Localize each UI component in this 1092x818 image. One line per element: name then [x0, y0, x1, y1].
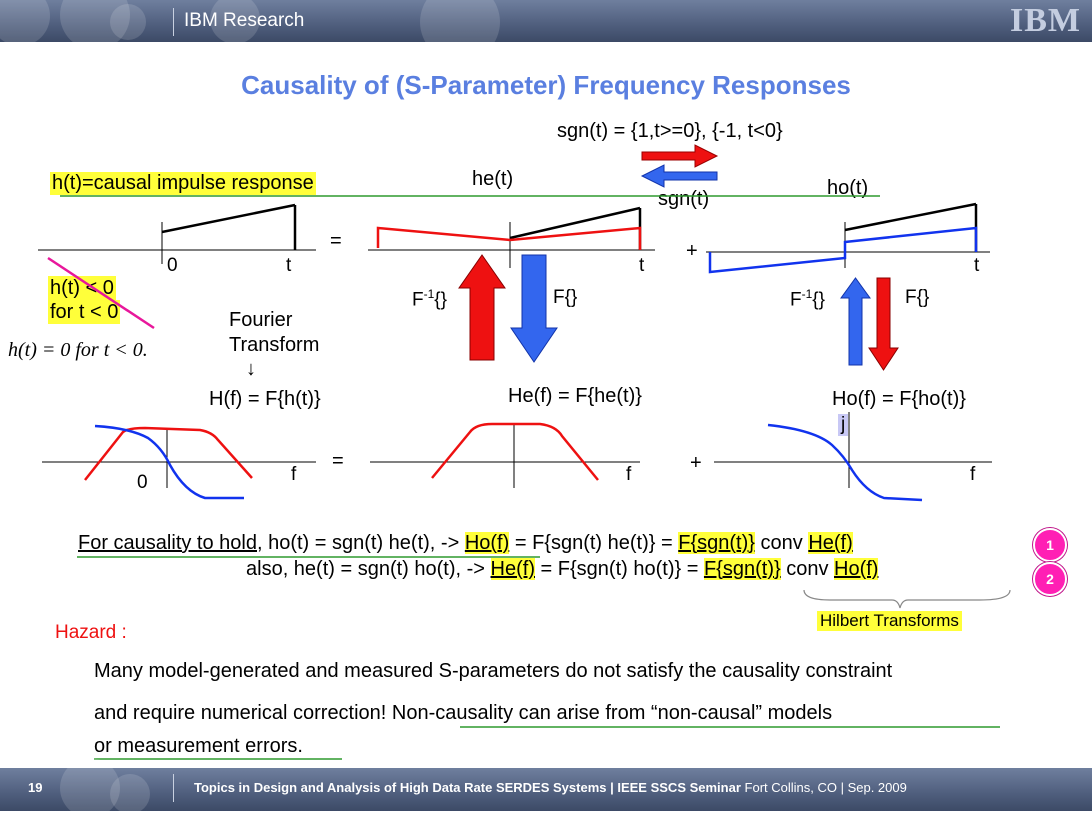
- eq2-lhs: He(f): [490, 558, 535, 580]
- badge-2: 2: [1033, 562, 1067, 596]
- page-title: Causality of (S-Parameter) Frequency Res…: [241, 70, 851, 100]
- page-number: 19: [28, 780, 43, 795]
- ibm-logo: IBM: [1010, 2, 1081, 39]
- inverse-fourier-label-2: F-1{}: [790, 287, 825, 311]
- Ho-f-label: Ho(f) = F{ho(t)}: [832, 388, 966, 410]
- fourier-op-label-1: F{}: [553, 287, 578, 308]
- axis-f-3: f: [970, 464, 976, 485]
- body-line-3: or measurement errors.: [94, 735, 303, 757]
- fourier-arrow-1: [510, 254, 558, 363]
- fourier-label-1: Fourier: [229, 309, 293, 331]
- inverse-fourier-label-1: F-1{}: [412, 287, 447, 311]
- Ho-f-blue-curve: [767, 423, 923, 502]
- axis-t-2: t: [639, 255, 645, 276]
- sgn-right-arrow: [641, 144, 719, 168]
- plus-sign-2: +: [690, 452, 702, 474]
- axis-f-1: f: [291, 464, 297, 485]
- h-t-curve: [161, 203, 296, 234]
- decor-bubble: [110, 4, 146, 40]
- sgn-t-label: sgn(t): [658, 188, 710, 210]
- decor-bubble: [420, 0, 500, 62]
- eq1-fsgn: F{sgn(t)}: [678, 532, 755, 554]
- axis-zero-1: 0: [167, 255, 178, 276]
- eq1-mid: ho(t) = sgn(t) he(t), ->: [262, 532, 465, 554]
- plus-sign-1: +: [686, 240, 698, 262]
- equals-sign-2: =: [332, 450, 344, 472]
- decor-bubble: [210, 0, 260, 44]
- axis-t-1: t: [286, 255, 292, 276]
- inverse-fourier-arrow-1: [458, 254, 506, 361]
- equation-2: also, he(t) = sgn(t) ho(t), -> He(f) = F…: [246, 558, 879, 581]
- header-org: IBM Research: [184, 10, 305, 31]
- body-line-1: Many model-generated and measured S-para…: [94, 660, 893, 682]
- hilbert-brace: [803, 589, 1011, 609]
- down-arrow: ↓: [246, 358, 256, 380]
- causal-math: h(t) = 0 for t < 0.: [8, 339, 148, 361]
- causal-label: h(t)=causal impulse response: [50, 172, 316, 195]
- axis-f-2: f: [626, 464, 632, 485]
- he-t-label: he(t): [472, 168, 514, 190]
- H-f-blue-curve: [94, 424, 244, 500]
- H-f-red-curve: [84, 426, 253, 481]
- H-f-label: H(f) = F{h(t)}: [209, 388, 321, 410]
- footer-text: Topics in Design and Analysis of High Da…: [194, 780, 907, 795]
- eq2-mid: also, he(t) = sgn(t) ho(t), ->: [246, 558, 491, 580]
- strike-through-line: [47, 256, 155, 330]
- eq2-rhs: Ho(f): [834, 558, 879, 580]
- eq2-conv: conv: [780, 558, 835, 580]
- eq1-rhs: He(f): [808, 532, 853, 554]
- eq2-expr: = F{sgn(t) ho(t)} =: [534, 558, 704, 580]
- fourier-label-2: Transform: [229, 334, 320, 356]
- sgn-left-arrow: [640, 164, 718, 188]
- eq1-conv: conv: [754, 532, 809, 554]
- eq1-expr: = F{sgn(t) he(t)} =: [509, 532, 679, 554]
- header-bar: IBM Research IBM: [0, 0, 1092, 62]
- decor-bubble: [60, 758, 120, 818]
- he-t-black-curve: [509, 206, 641, 240]
- footer-bar: 19 Topics in Design and Analysis of High…: [0, 758, 1092, 818]
- badge-1: 1: [1033, 528, 1067, 562]
- eq1-prefix: For causality to hold,: [78, 532, 263, 554]
- he-t-red-curve: [376, 226, 642, 250]
- decor-bubble: [110, 774, 150, 814]
- ho-t-label: ho(t): [827, 177, 869, 199]
- axis-t-3: t: [974, 255, 980, 276]
- j-label: j: [838, 414, 849, 436]
- eq1-lhs: Ho(f): [464, 532, 510, 554]
- hazard-label: Hazard :: [55, 622, 127, 643]
- axis-zero-2: 0: [137, 472, 148, 493]
- He-f-label: He(f) = F{he(t)}: [508, 385, 642, 407]
- header-separator: [173, 8, 174, 36]
- inverse-fourier-arrow-2: [840, 277, 871, 366]
- He-f-red-curve: [431, 422, 599, 481]
- eq2-fsgn: F{sgn(t)}: [703, 558, 781, 580]
- equals-sign-1: =: [330, 230, 342, 252]
- hilbert-label: Hilbert Transforms: [817, 611, 962, 631]
- crossed-text-2: for t < 0: [48, 300, 121, 324]
- equation-1: For causality to hold, ho(t) = sgn(t) he…: [78, 532, 853, 555]
- sgn-definition: sgn(t) = {1,t>=0}, {-1, t<0}: [557, 120, 783, 142]
- footer-separator: [173, 774, 174, 802]
- fourier-op-label-2: F{}: [905, 287, 930, 308]
- ho-t-blue-curve: [708, 226, 978, 274]
- fourier-arrow-2: [868, 277, 899, 371]
- body-line-2: and require numerical correction! Non-ca…: [94, 702, 833, 724]
- ho-t-black-curve: [844, 202, 977, 232]
